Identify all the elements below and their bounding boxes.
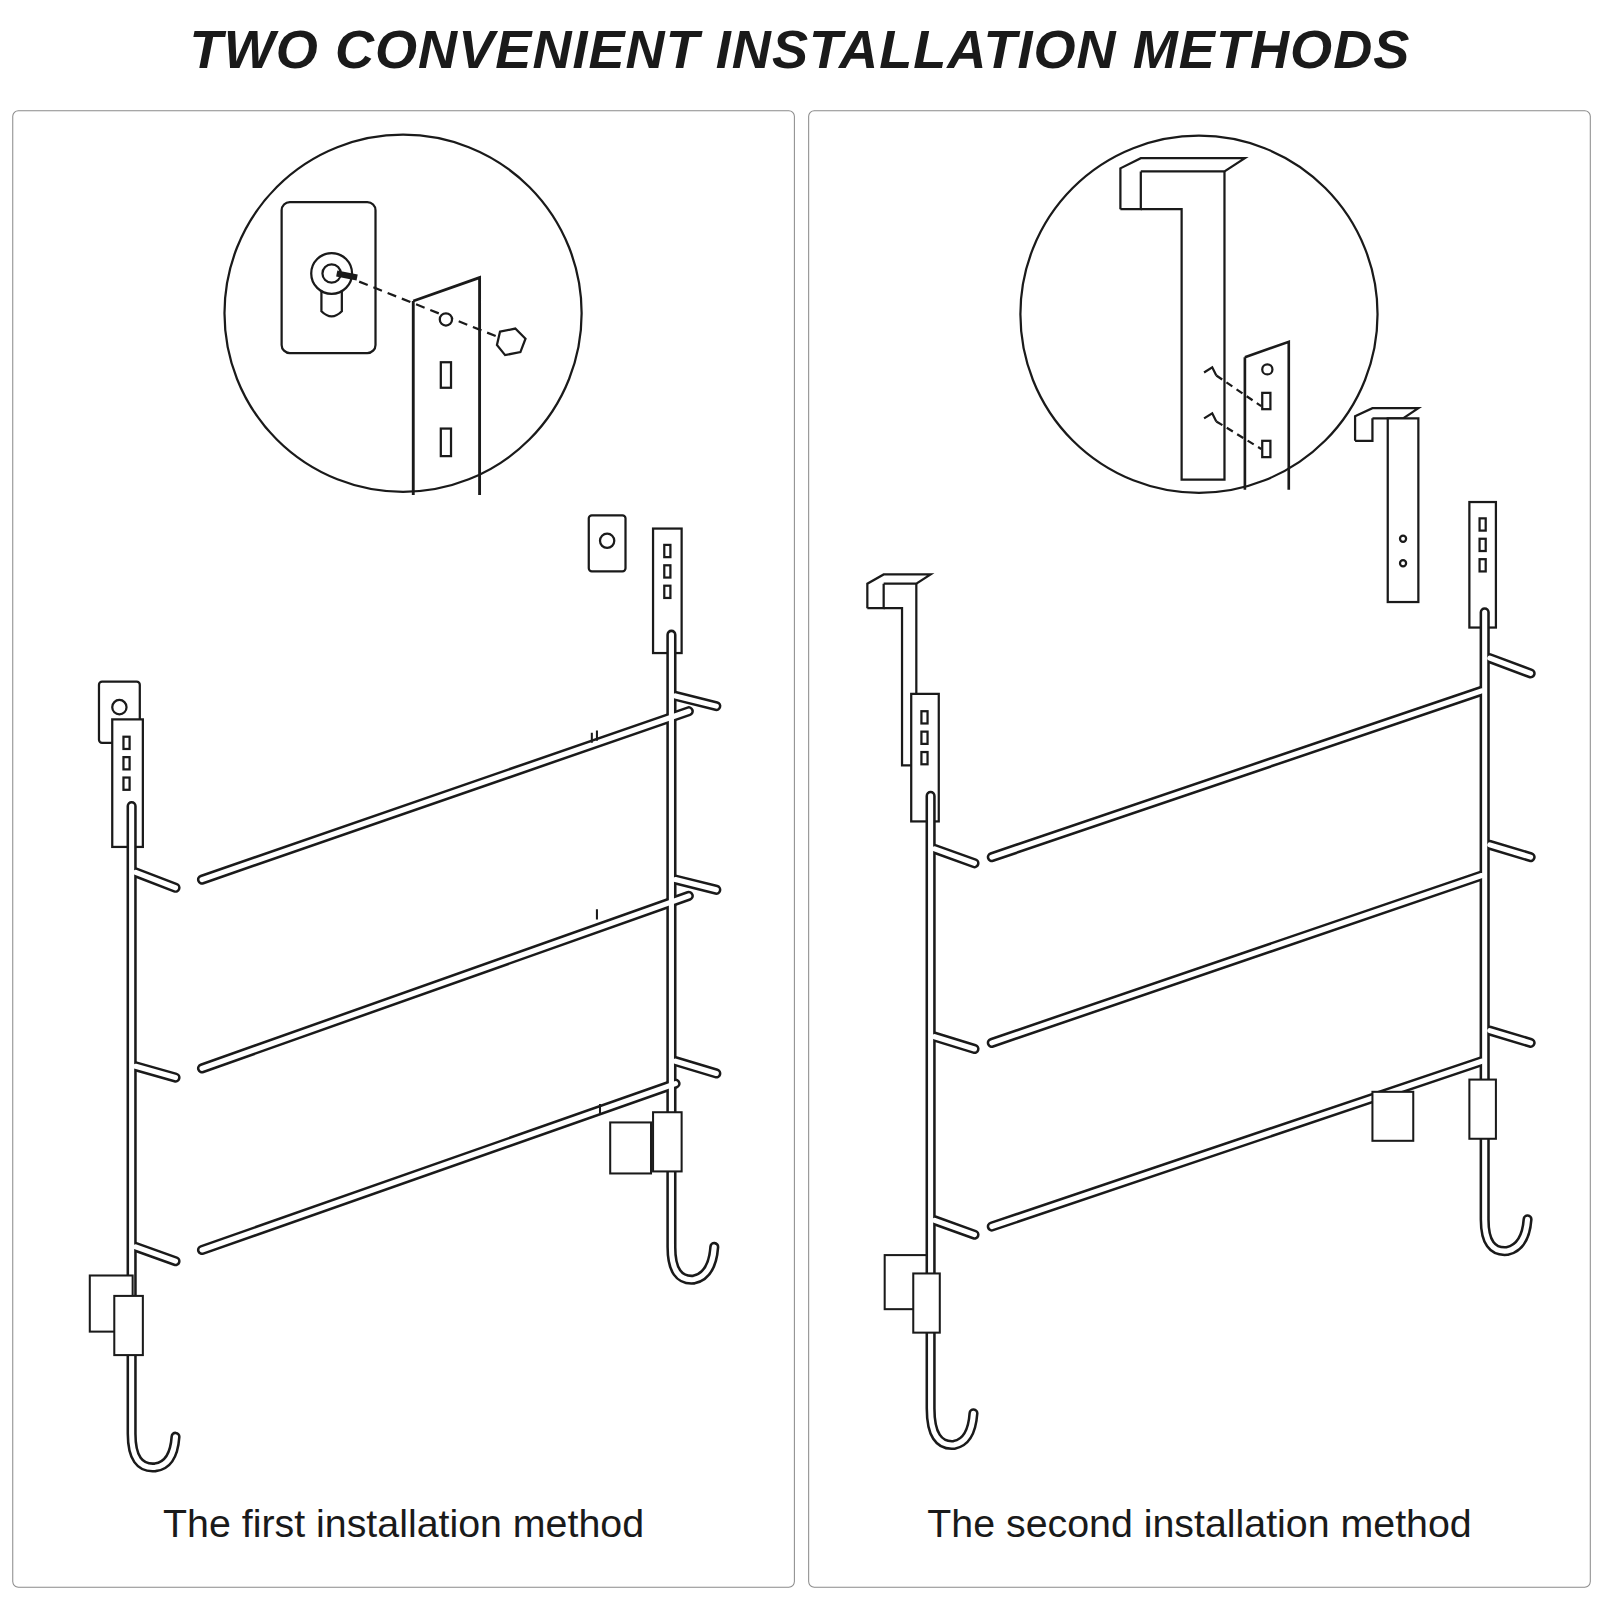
method-panel: The first installation method: [12, 110, 795, 1588]
page-title: TWO CONVENIENT INSTALLATION METHODS: [0, 18, 1600, 80]
panel-one-fittings: [90, 731, 682, 1355]
method-panel: The second installation method: [808, 110, 1591, 1588]
panel-two-fittings: [885, 1080, 1496, 1333]
panel-caption: The second installation method: [809, 1501, 1590, 1546]
panel-caption: The first installation method: [13, 1501, 794, 1546]
